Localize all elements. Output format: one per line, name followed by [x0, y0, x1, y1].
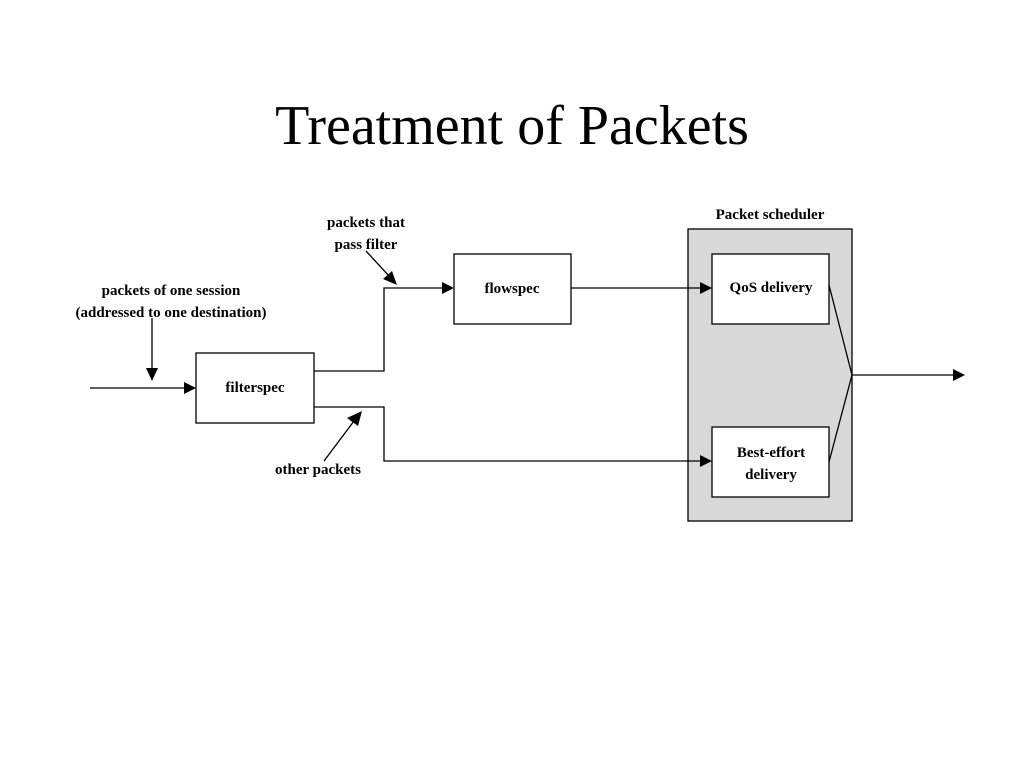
pass-filter-label-line1: packets that [327, 215, 405, 231]
pass-filter-pointer-arrowhead [383, 271, 397, 285]
flowspec-box [453, 253, 572, 325]
pass-filter-label-line2: pass filter [335, 237, 398, 253]
pass-filter-path [314, 287, 442, 372]
session-label-line2: (addressed to one destination) [76, 305, 267, 321]
input-arrowhead [184, 382, 196, 394]
packet-scheduler-label: Packet scheduler [716, 207, 825, 223]
session-label-line1: packets of one session [102, 283, 241, 299]
flowspec-arrowhead [442, 282, 454, 294]
qos-merge-line [828, 284, 853, 376]
qos-delivery-label: QoS delivery [730, 280, 813, 296]
flowspec-label: flowspec [485, 281, 540, 297]
best-effort-label-line2: delivery [745, 467, 797, 483]
output-arrowhead [953, 369, 965, 381]
qos-delivery-box [711, 253, 830, 325]
other-packets-label: other packets [275, 462, 361, 478]
other-packets-path [314, 406, 700, 462]
filterspec-label: filterspec [225, 380, 284, 396]
other-packets-pointer-line [323, 420, 355, 462]
best-effort-label-line1: Best-effort [737, 445, 805, 461]
slide-title: Treatment of Packets [275, 95, 749, 157]
other-packets-pointer-arrowhead [347, 411, 362, 426]
pass-filter-pointer-line [365, 250, 390, 277]
best-effort-box [711, 426, 830, 498]
qos-arrowhead [700, 282, 712, 294]
session-pointer-arrowhead [146, 368, 158, 381]
best-effort-merge-line [828, 374, 853, 463]
filterspec-box [195, 352, 315, 424]
best-effort-arrowhead [700, 455, 712, 467]
